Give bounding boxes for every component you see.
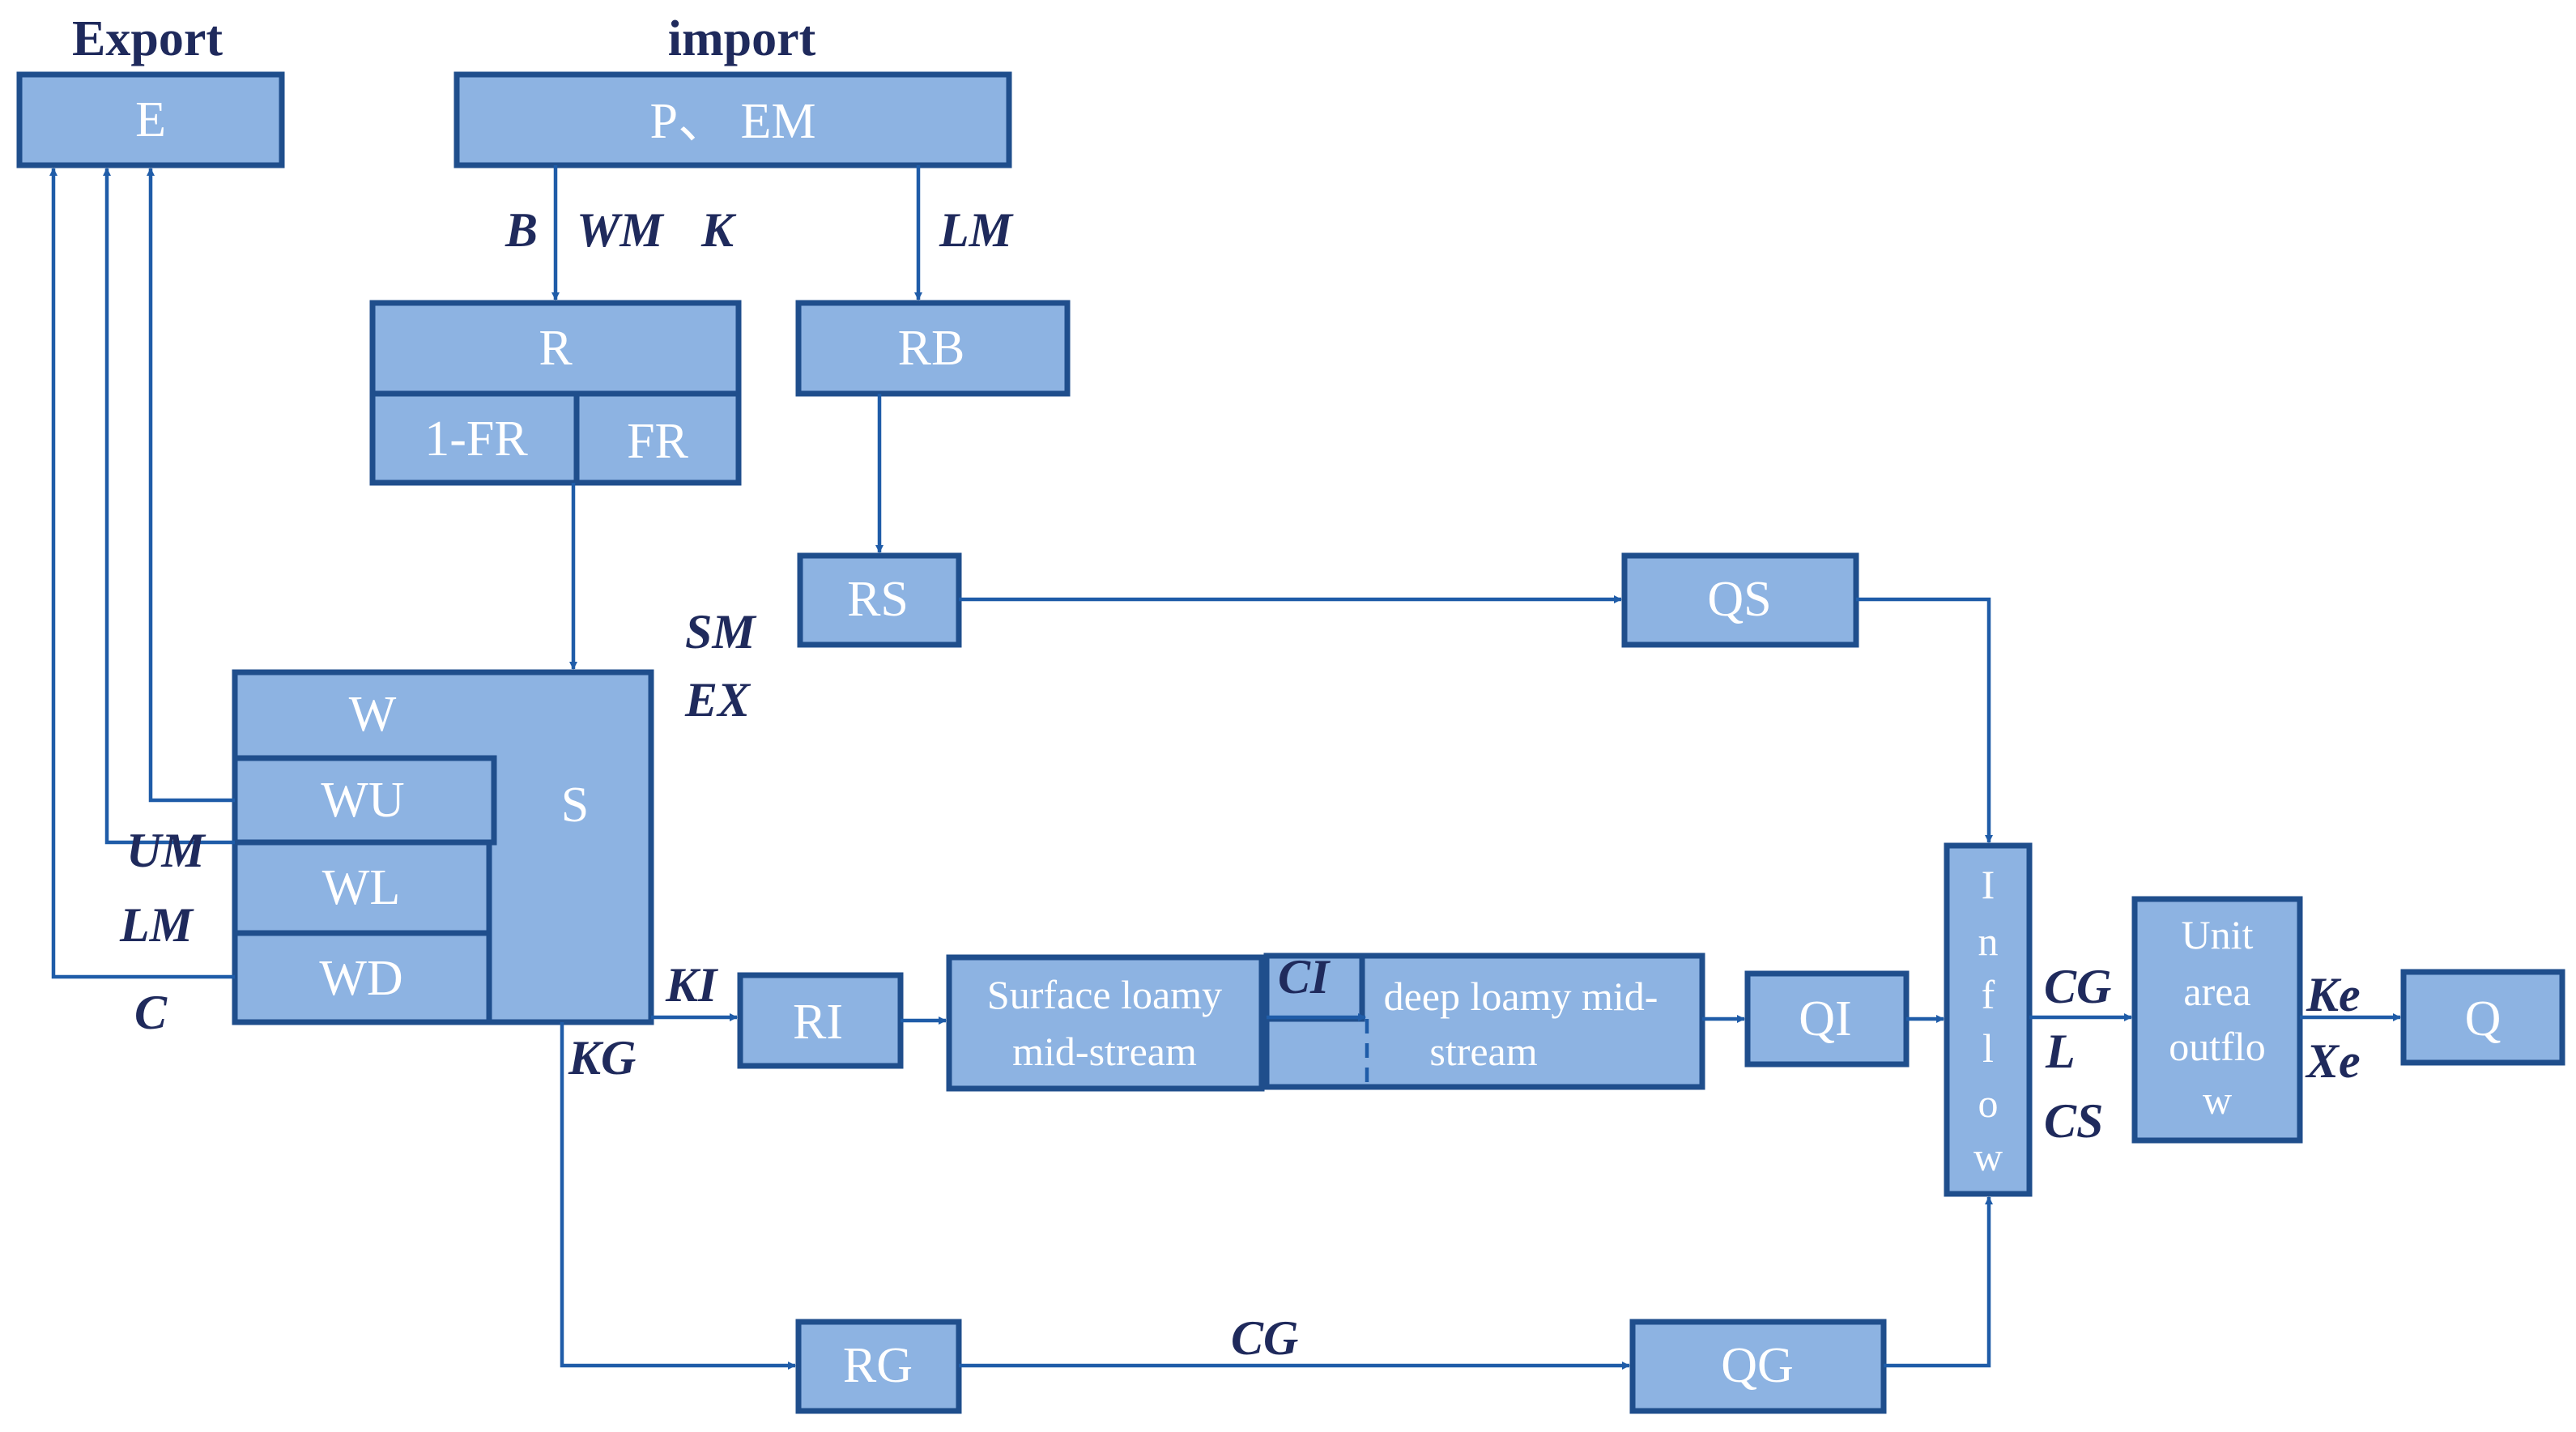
param-KG: KG	[568, 1031, 636, 1085]
arrow-QS-to-inflow	[1856, 597, 1993, 843]
box-R: R	[369, 300, 742, 397]
box-WU-label: WU	[321, 773, 404, 828]
box-Q: Q	[2400, 969, 2565, 1066]
param-C: C	[134, 986, 168, 1039]
unit-outflow-line-3: outflo	[2169, 1024, 2265, 1069]
box-E: E	[16, 71, 285, 168]
param-L: L	[2045, 1025, 2076, 1078]
box-RI: RI	[737, 972, 904, 1069]
box-unit-area-outflow: Unit area outflo w	[2131, 896, 2303, 1144]
box-S-label: S	[561, 778, 589, 833]
inflow-letter-1: I	[1982, 862, 1995, 907]
param-CG-mid: CG	[2044, 960, 2111, 1013]
param-CG-bottom: CG	[1231, 1311, 1298, 1365]
param-UM: UM	[126, 824, 207, 877]
box-RS-label: RS	[847, 572, 909, 627]
box-WU: WU	[232, 755, 497, 846]
box-QS: QS	[1621, 552, 1859, 648]
box-FR: FR	[573, 390, 742, 486]
arrow-WD-to-E	[49, 168, 235, 979]
box-RG: RG	[795, 1319, 962, 1414]
param-K: K	[700, 203, 737, 257]
inflow-letter-4: l	[1982, 1025, 1994, 1071]
box-P-EM-label: P、 EM	[650, 94, 816, 149]
surface-loamy-line-1: Surface loamy	[987, 972, 1222, 1017]
arrow-WU-to-E	[147, 168, 235, 803]
param-EX: EX	[684, 673, 752, 727]
arrow-WL-to-E	[103, 168, 235, 845]
param-Xe: Xe	[2305, 1034, 2361, 1088]
arrow-QG-to-inflow	[1884, 1196, 1993, 1368]
box-1-FR-label: 1-FR	[424, 411, 528, 467]
param-KI: KI	[665, 958, 719, 1012]
box-RG-label: RG	[843, 1338, 913, 1393]
box-inflow: I n f l o w	[1944, 842, 2033, 1197]
box-QS-label: QS	[1707, 572, 1771, 627]
deep-loamy-line-2: stream	[1429, 1029, 1537, 1074]
unit-outflow-line-1: Unit	[2182, 912, 2254, 957]
box-FR-label: FR	[627, 414, 688, 469]
box-WD: WD	[232, 930, 492, 1025]
param-SM: SM	[685, 605, 757, 658]
unit-outflow-line-2: area	[2183, 969, 2250, 1014]
box-QG-label: QG	[1721, 1338, 1794, 1393]
param-CI: CI	[1278, 950, 1331, 1004]
box-Q-label: Q	[2465, 991, 2501, 1046]
inflow-letter-3: f	[1982, 972, 1995, 1017]
deep-loamy-line-1: deep loamy mid-	[1384, 974, 1658, 1019]
param-WM: WM	[577, 203, 665, 257]
box-E-label: E	[135, 92, 166, 147]
box-QI-label: QI	[1799, 991, 1851, 1046]
box-surface-loamy-mid-stream: Surface loamy mid-stream	[946, 954, 1265, 1092]
box-RB-label: RB	[898, 321, 965, 376]
inflow-letter-6: w	[1974, 1134, 2003, 1179]
box-RS: RS	[797, 552, 962, 648]
box-R-label: R	[539, 321, 573, 376]
box-QG: QG	[1629, 1319, 1887, 1414]
param-LM-top: LM	[939, 203, 1015, 257]
param-Ke: Ke	[2306, 968, 2361, 1021]
box-RB: RB	[795, 300, 1071, 397]
param-LM-left: LM	[119, 898, 195, 952]
surface-loamy-line-2: mid-stream	[1012, 1029, 1197, 1074]
box-W-label: W	[349, 687, 397, 742]
box-QI: QI	[1744, 970, 1910, 1068]
box-1-FR: 1-FR	[369, 390, 580, 486]
param-B: B	[505, 203, 538, 257]
arrow-S-to-RG	[560, 1022, 796, 1370]
inflow-letter-5: o	[1978, 1080, 1999, 1126]
param-CS: CS	[2044, 1094, 2103, 1148]
box-WL-label: WL	[322, 860, 400, 915]
unit-outflow-line-4: w	[2203, 1077, 2232, 1123]
box-WL: WL	[232, 839, 492, 936]
box-P-EM: P、 EM	[453, 71, 1012, 168]
inflow-letter-2: n	[1978, 918, 1999, 964]
box-WD-label: WD	[319, 951, 402, 1006]
export-header: Export	[72, 11, 223, 66]
box-RI-label: RI	[793, 995, 843, 1050]
import-header: import	[668, 11, 816, 66]
